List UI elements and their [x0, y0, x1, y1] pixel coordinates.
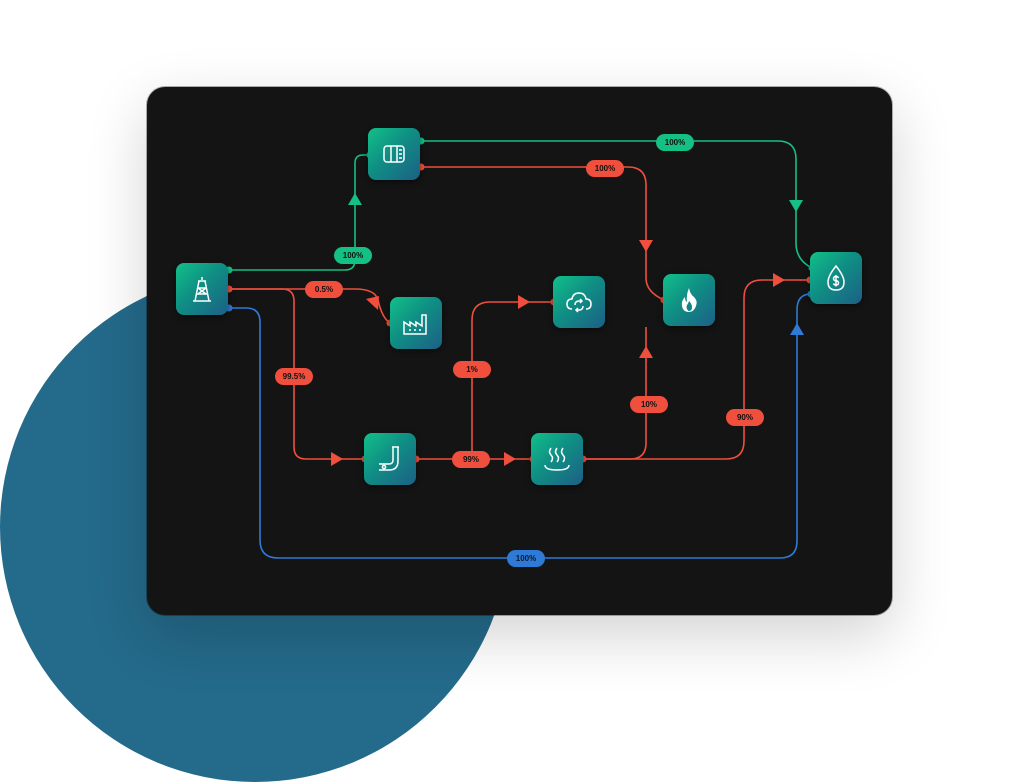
arrow-right-pipe — [331, 452, 343, 466]
arrow-down-green — [789, 200, 803, 212]
node-sales[interactable] — [810, 252, 862, 304]
arrow-factory — [366, 296, 379, 310]
node-cloud-recycle[interactable] — [553, 276, 605, 328]
edge-heater-to-flare — [583, 327, 647, 460]
arrow-right-sales — [773, 273, 785, 287]
arrow-right-cloud — [518, 295, 530, 309]
cloud-recycle-icon — [566, 292, 592, 313]
arrow-right-heater — [504, 452, 516, 466]
edge-tank-to-sales — [421, 140, 813, 269]
label-well-to-sales: 100% — [507, 550, 545, 567]
edge-heater-to-sales — [583, 279, 810, 460]
storage-tank-icon — [383, 145, 405, 163]
pipe-icon — [379, 446, 399, 471]
diagram-panel — [147, 87, 892, 615]
arrow-down-red-flare — [639, 240, 653, 252]
node-flare[interactable] — [663, 274, 715, 326]
oil-drop-dollar-icon — [827, 264, 845, 291]
edge-tank-to-flare — [421, 166, 665, 301]
node-pipeline[interactable] — [364, 433, 416, 485]
label-pipe-to-heater: 99% — [452, 451, 490, 468]
node-heater[interactable] — [531, 433, 583, 485]
label-well-to-tank: 100% — [334, 247, 372, 264]
arrow-up-red-flare — [639, 346, 653, 358]
edge-well-to-sales — [229, 293, 812, 559]
oil-derrick-icon — [193, 277, 211, 302]
heat-waves-icon — [544, 447, 570, 471]
arrow-up-blue — [790, 323, 804, 335]
arrow-up-green — [348, 193, 362, 205]
node-tank[interactable] — [368, 128, 420, 180]
node-factory[interactable] — [390, 297, 442, 349]
label-tank-to-sales: 100% — [656, 134, 694, 151]
edge-well-to-tank — [229, 154, 370, 271]
factory-icon — [403, 314, 427, 335]
label-heater-to-flare: 10% — [630, 396, 668, 413]
label-heater-to-sales: 90% — [726, 409, 764, 426]
flow-connections — [225, 137, 816, 559]
label-well-to-pipe: 99.5% — [275, 368, 313, 385]
flame-icon — [681, 288, 697, 312]
node-wellhead[interactable] — [176, 263, 228, 315]
label-tank-to-flare: 100% — [586, 160, 624, 177]
label-well-to-factory: 0.5% — [305, 281, 343, 298]
edge-pipe-to-cloud — [471, 301, 554, 459]
label-pipe-to-cloud: 1% — [453, 361, 491, 378]
